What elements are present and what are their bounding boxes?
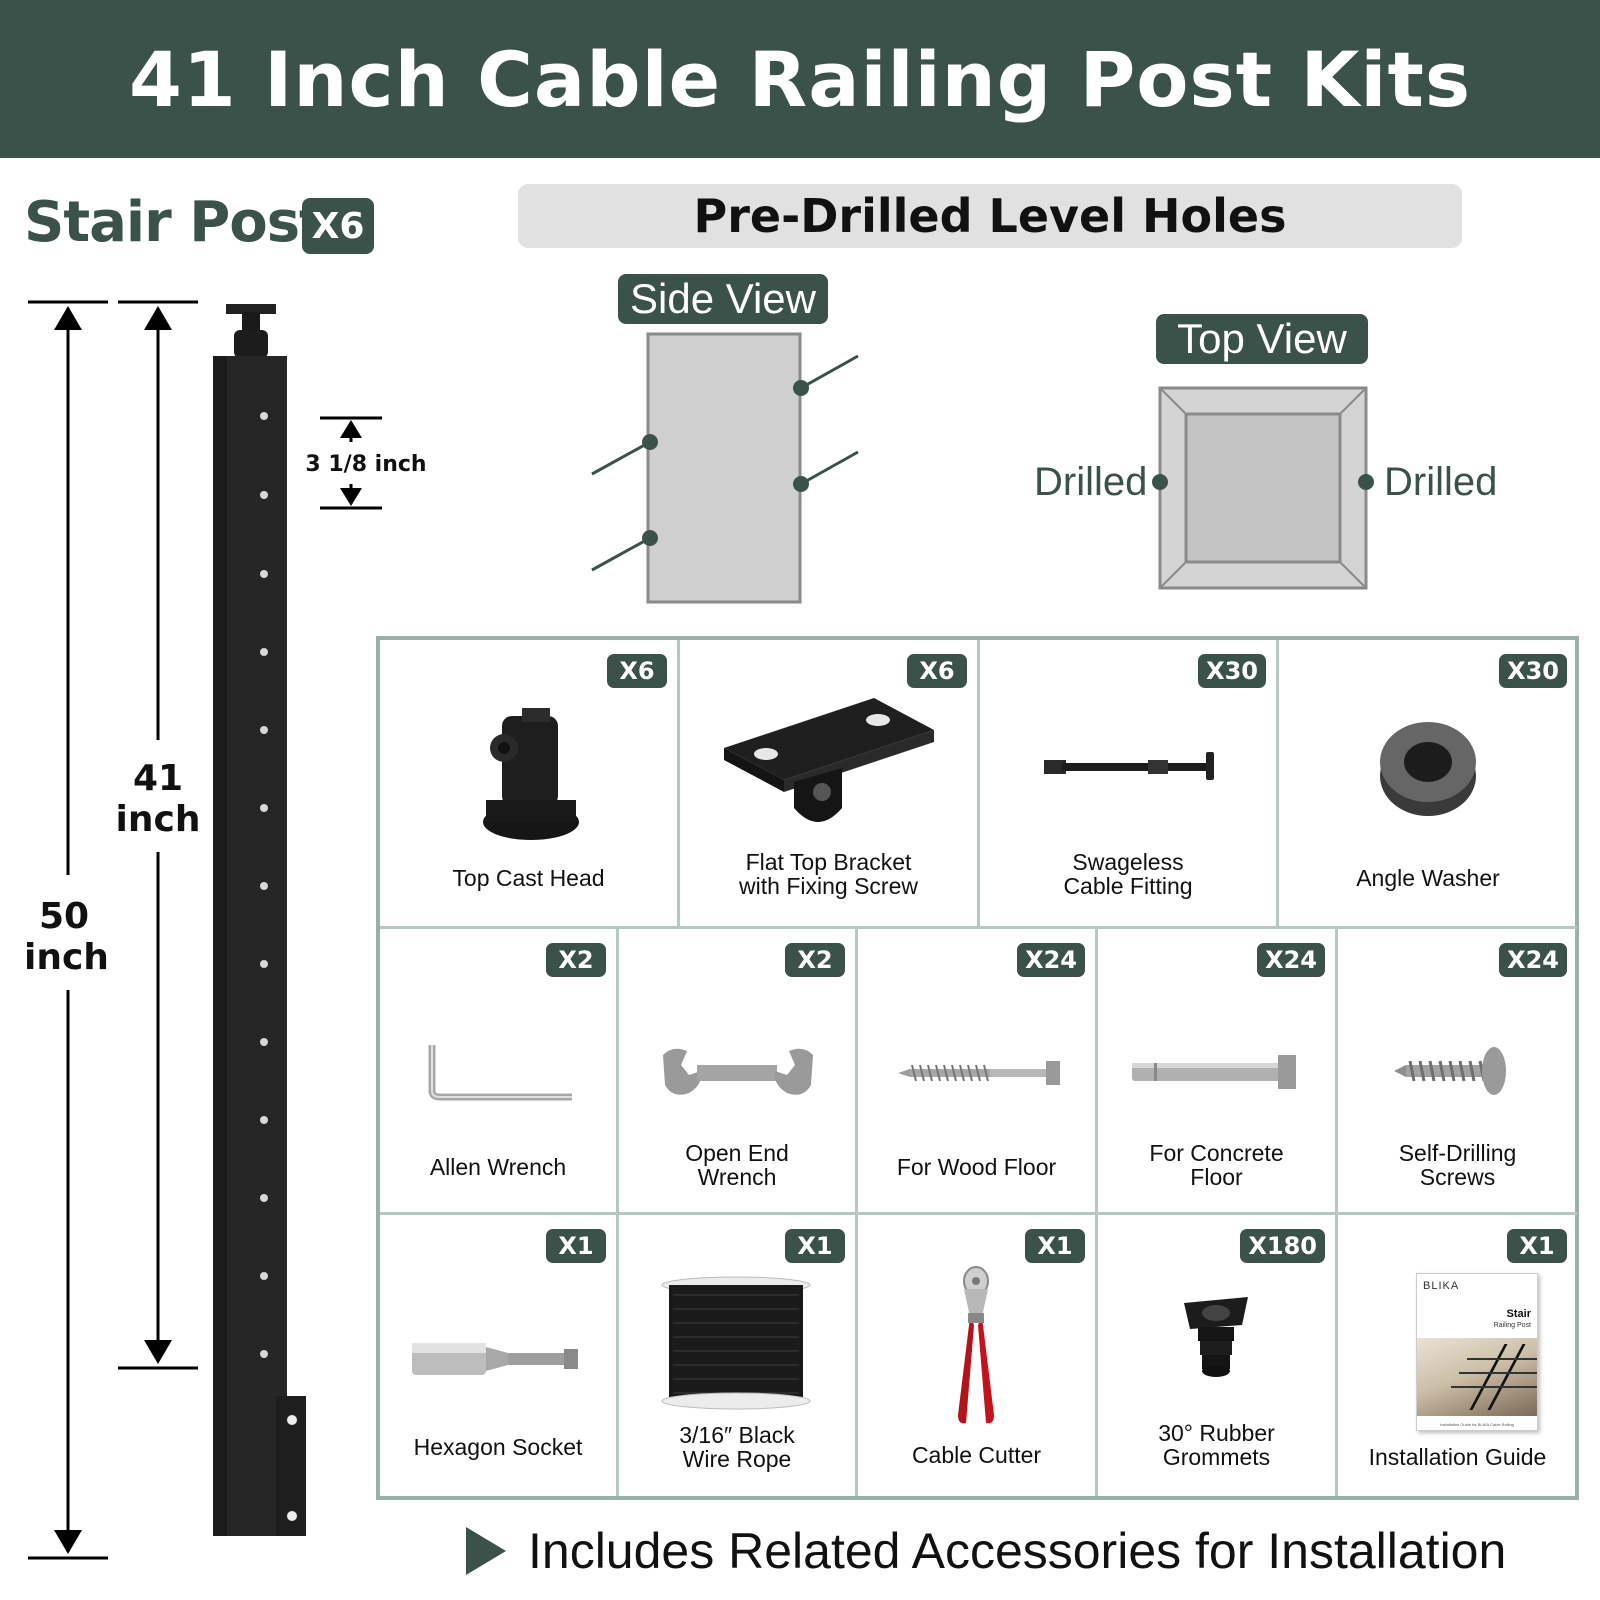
dimension-50-line xyxy=(28,300,108,1560)
quantity-badge: X1 xyxy=(546,1229,606,1263)
dimension-41-line xyxy=(118,300,198,1370)
accessory-cell: X24 Self-Drilling Screws xyxy=(1338,929,1577,1215)
accessory-cell: X24 For Wood Floor xyxy=(858,929,1098,1215)
accessory-cell: X1 BLIKA Stair Railing Post Installation… xyxy=(1338,1215,1577,1496)
accessory-label: 30° Rubber Grommets xyxy=(1158,1420,1275,1470)
drilled-left-label: Drilled xyxy=(1034,460,1148,504)
accessory-cell: X6 Flat Top Bracket with Fixing Screw xyxy=(680,640,980,929)
concrete-anchor-icon xyxy=(1132,1055,1296,1089)
stair-post-title: Stair Post xyxy=(24,190,326,255)
accessory-label: For Wood Floor xyxy=(896,1154,1057,1180)
quantity-badge: X1 xyxy=(1507,1229,1567,1263)
quantity-badge: X1 xyxy=(1025,1229,1085,1263)
accessory-cell: X2 Allen Wrench xyxy=(380,929,619,1215)
accessory-label: Cable Cutter xyxy=(911,1442,1042,1468)
accessory-label: 3/16″ Black Wire Rope xyxy=(679,1422,795,1472)
stair-post-icon xyxy=(213,304,306,1536)
side-view-diagram xyxy=(591,332,859,604)
accessory-label: Angle Washer xyxy=(1356,865,1500,891)
top-view-diagram xyxy=(1152,386,1374,590)
wire-rope-spool-icon xyxy=(661,1276,811,1410)
stair-post-diagram xyxy=(28,300,382,1560)
accessory-cell: X30 Swageless Cable Fitting xyxy=(980,640,1279,929)
lag-screw-icon xyxy=(898,1061,1060,1085)
quantity-badge: X30 xyxy=(1499,654,1567,688)
quantity-badge: X24 xyxy=(1257,943,1325,977)
quantity-badge: X6 xyxy=(907,654,967,688)
footer-note: Includes Related Accessories for Install… xyxy=(466,1522,1506,1580)
accessory-cell: X1 3/16″ Black Wire Rope xyxy=(619,1215,858,1496)
allen-wrench-icon xyxy=(428,1045,572,1101)
top-view-label: Top View xyxy=(1156,314,1368,364)
quantity-badge: X1 xyxy=(785,1229,845,1263)
accessory-cell: X6 Top Cast Head xyxy=(380,640,680,929)
angle-washer-icon xyxy=(1380,722,1476,816)
hexagon-socket-icon xyxy=(412,1343,578,1375)
open-end-wrench-icon xyxy=(663,1048,813,1095)
accessory-cell: X1 Hexagon Socket xyxy=(380,1215,619,1496)
rubber-grommet-icon xyxy=(1184,1297,1248,1377)
self-drilling-screw-icon xyxy=(1394,1047,1506,1095)
accessory-label: Open End Wrench xyxy=(685,1140,789,1190)
guide-title: Stair xyxy=(1506,1308,1531,1320)
quantity-badge: X30 xyxy=(1198,654,1266,688)
accessory-cell: X30 Angle Washer xyxy=(1279,640,1577,929)
accessory-label: Allen Wrench xyxy=(429,1154,567,1180)
accessories-grid: X6 Top Cast Head X6 Flat Top Bracket wit… xyxy=(376,636,1579,1500)
guide-photo xyxy=(1417,1338,1537,1416)
side-view-label: Side View xyxy=(618,274,828,324)
accessory-label: Hexagon Socket xyxy=(413,1434,583,1460)
title-banner: 41 Inch Cable Railing Post Kits xyxy=(0,0,1600,158)
accessory-label: Flat Top Bracket with Fixing Screw xyxy=(739,849,918,899)
installation-guide-icon: BLIKA Stair Railing Post Installation Gu… xyxy=(1416,1273,1538,1431)
drilled-right-label: Drilled xyxy=(1384,460,1498,504)
cable-cutter-icon xyxy=(958,1266,994,1424)
quantity-badge: X6 xyxy=(607,654,667,688)
quantity-badge: X2 xyxy=(546,943,606,977)
accessory-cell: X180 30° Rubber Grommets xyxy=(1098,1215,1338,1496)
quantity-badge: X180 xyxy=(1240,1229,1325,1263)
pre-drilled-heading: Pre-Drilled Level Holes xyxy=(518,184,1462,248)
quantity-badge: X24 xyxy=(1499,943,1567,977)
quantity-badge: X24 xyxy=(1017,943,1085,977)
swageless-fitting-icon xyxy=(1044,752,1214,780)
flat-top-bracket-icon xyxy=(724,698,934,822)
page-title: 41 Inch Cable Railing Post Kits xyxy=(128,34,1472,124)
guide-subtitle: Railing Post xyxy=(1493,1322,1531,1329)
play-triangle-icon xyxy=(466,1527,506,1575)
top-cast-head-icon xyxy=(483,708,579,840)
accessory-label: For Concrete Floor xyxy=(1149,1140,1284,1190)
footer-text: Includes Related Accessories for Install… xyxy=(528,1523,1507,1579)
accessory-label: Swageless Cable Fitting xyxy=(1063,849,1193,899)
accessory-cell: X2 Open End Wrench xyxy=(619,929,858,1215)
dimension-spacing-label: 3 1/8 inch xyxy=(304,452,428,478)
accessory-cell: X1 Cable Cutter xyxy=(858,1215,1098,1496)
accessory-label: Top Cast Head xyxy=(452,865,605,891)
guide-brand: BLIKA xyxy=(1423,1280,1460,1292)
dimension-spacing-line xyxy=(320,416,382,510)
guide-caption: Installation Guide for BLIKA Cable Raili… xyxy=(1440,1422,1514,1427)
accessory-label: Installation Guide xyxy=(1368,1444,1547,1470)
accessory-cell: X24 For Concrete Floor xyxy=(1098,929,1338,1215)
post-quantity-badge: X6 xyxy=(302,198,374,254)
quantity-badge: X2 xyxy=(785,943,845,977)
dimension-41-label: 41 inch xyxy=(112,758,204,841)
accessory-label: Self-Drilling Screws xyxy=(1398,1140,1517,1190)
dimension-50-label: 50 inch xyxy=(24,896,109,979)
